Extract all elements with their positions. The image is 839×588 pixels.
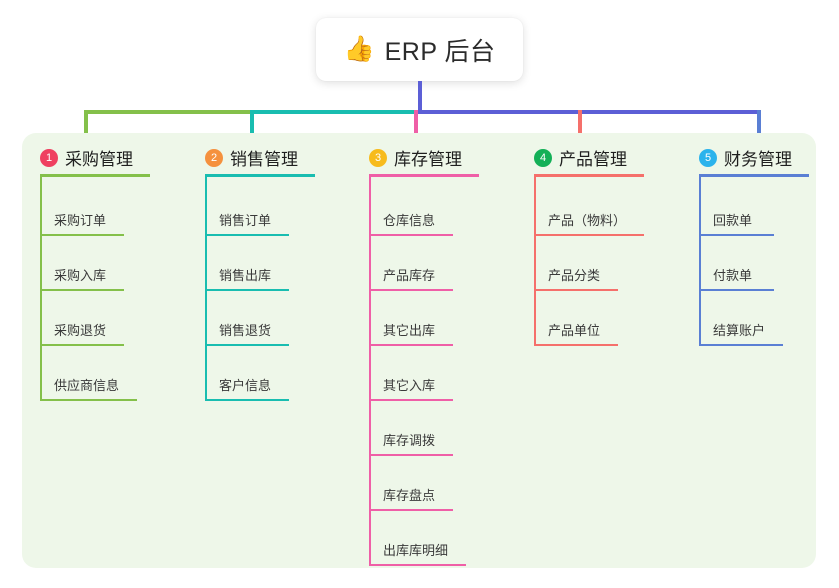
leaf-item[interactable]: 销售出库: [205, 251, 289, 291]
leaf-item[interactable]: 库存盘点: [369, 471, 453, 511]
column-rule: [534, 174, 644, 177]
column-spine: [699, 177, 701, 346]
column-header[interactable]: 3 库存管理: [369, 145, 462, 170]
column-index-badge: 2: [205, 148, 223, 167]
column-header[interactable]: 2 销售管理: [205, 145, 298, 170]
column-spine: [369, 177, 371, 566]
leaf-item[interactable]: 采购入库: [40, 251, 124, 291]
leaf-rule: [205, 399, 289, 401]
connector-drop: [84, 110, 88, 146]
column-index-badge: 3: [369, 148, 387, 167]
leaf-rule: [534, 289, 618, 291]
column-rule: [205, 174, 315, 177]
leaf-item[interactable]: 付款单: [699, 251, 774, 291]
root-title-text: ERP 后台: [384, 37, 496, 66]
leaf-rule: [369, 564, 466, 566]
leaf-rule: [205, 234, 289, 236]
leaf-rule: [369, 399, 453, 401]
leaf-rule: [205, 289, 289, 291]
leaf-item[interactable]: 产品（物料）: [534, 196, 644, 236]
leaf-item[interactable]: 其它出库: [369, 306, 453, 346]
connector-drop: [250, 110, 254, 146]
leaf-rule: [369, 509, 453, 511]
connector-drop: [414, 110, 418, 146]
leaf-label: 采购订单: [54, 213, 107, 228]
leaf-rule: [699, 344, 783, 346]
leaf-label: 产品（物料）: [548, 213, 627, 228]
leaf-item[interactable]: 采购退货: [40, 306, 124, 346]
leaf-label: 其它出库: [383, 323, 436, 338]
column-title: 库存管理: [394, 150, 462, 169]
leaf-label: 销售出库: [219, 268, 272, 283]
leaf-rule: [369, 454, 453, 456]
leaf-label: 销售订单: [219, 213, 272, 228]
leaf-label: 回款单: [713, 213, 753, 228]
leaf-label: 产品分类: [548, 268, 601, 283]
connector-bus-segment: [250, 110, 420, 114]
column-rule: [40, 174, 150, 177]
column-header[interactable]: 5 财务管理: [699, 145, 792, 170]
leaf-item[interactable]: 采购订单: [40, 196, 124, 236]
column-title: 财务管理: [724, 150, 792, 169]
leaf-item[interactable]: 库存调拨: [369, 416, 453, 456]
column-index-badge: 5: [699, 148, 717, 167]
leaf-item[interactable]: 客户信息: [205, 361, 289, 401]
leaf-item[interactable]: 销售退货: [205, 306, 289, 346]
leaf-label: 库存调拨: [383, 433, 436, 448]
column-title: 产品管理: [559, 150, 627, 169]
leaf-item[interactable]: 仓库信息: [369, 196, 453, 236]
connector-bus-segment: [418, 110, 760, 114]
column-header[interactable]: 4 产品管理: [534, 145, 627, 170]
leaf-item[interactable]: 结算账户: [699, 306, 783, 346]
leaf-item[interactable]: 其它入库: [369, 361, 453, 401]
column-header[interactable]: 1 采购管理: [40, 145, 133, 170]
leaf-label: 销售退货: [219, 323, 272, 338]
leaf-rule: [369, 289, 453, 291]
leaf-rule: [40, 344, 124, 346]
thumbs-up-icon: 👍: [343, 35, 375, 63]
leaf-label: 采购入库: [54, 268, 107, 283]
leaf-rule: [534, 234, 644, 236]
leaf-item[interactable]: 出库库明细: [369, 526, 466, 566]
leaf-item[interactable]: 销售订单: [205, 196, 289, 236]
leaf-label: 产品库存: [383, 268, 436, 283]
leaf-label: 结算账户: [713, 323, 766, 338]
leaf-rule: [699, 289, 774, 291]
leaf-label: 仓库信息: [383, 213, 436, 228]
leaf-item[interactable]: 回款单: [699, 196, 774, 236]
column-rule: [369, 174, 479, 177]
leaf-item[interactable]: 供应商信息: [40, 361, 137, 401]
leaf-label: 客户信息: [219, 378, 272, 393]
leaf-rule: [205, 344, 289, 346]
leaf-item[interactable]: 产品单位: [534, 306, 618, 346]
connector-drop: [578, 110, 582, 146]
leaf-label: 库存盘点: [383, 488, 436, 503]
connector-drop: [757, 110, 761, 146]
leaf-label: 付款单: [713, 268, 753, 283]
leaf-label: 出库库明细: [383, 543, 449, 558]
column-spine: [534, 177, 536, 346]
leaf-rule: [40, 234, 124, 236]
leaf-label: 其它入库: [383, 378, 436, 393]
leaf-rule: [699, 234, 774, 236]
column-index-badge: 1: [40, 148, 58, 167]
root-connector-stem: [418, 81, 422, 112]
leaf-item[interactable]: 产品分类: [534, 251, 618, 291]
leaf-rule: [40, 289, 124, 291]
root-title-card[interactable]: 👍 ERP 后台: [316, 18, 523, 81]
leaf-item[interactable]: 产品库存: [369, 251, 453, 291]
leaf-rule: [369, 234, 453, 236]
column-title: 采购管理: [65, 150, 133, 169]
leaf-rule: [369, 344, 453, 346]
column-rule: [699, 174, 809, 177]
leaf-label: 采购退货: [54, 323, 107, 338]
column-index-badge: 4: [534, 148, 552, 167]
connector-bus-segment: [84, 110, 252, 114]
leaf-rule: [40, 399, 137, 401]
leaf-rule: [534, 344, 618, 346]
column-title: 销售管理: [230, 150, 298, 169]
leaf-label: 产品单位: [548, 323, 601, 338]
leaf-label: 供应商信息: [54, 378, 120, 393]
mindmap-panel: 1 采购管理采购订单采购入库采购退货供应商信息 2 销售管理销售订单销售出库销售退货客…: [22, 133, 816, 568]
